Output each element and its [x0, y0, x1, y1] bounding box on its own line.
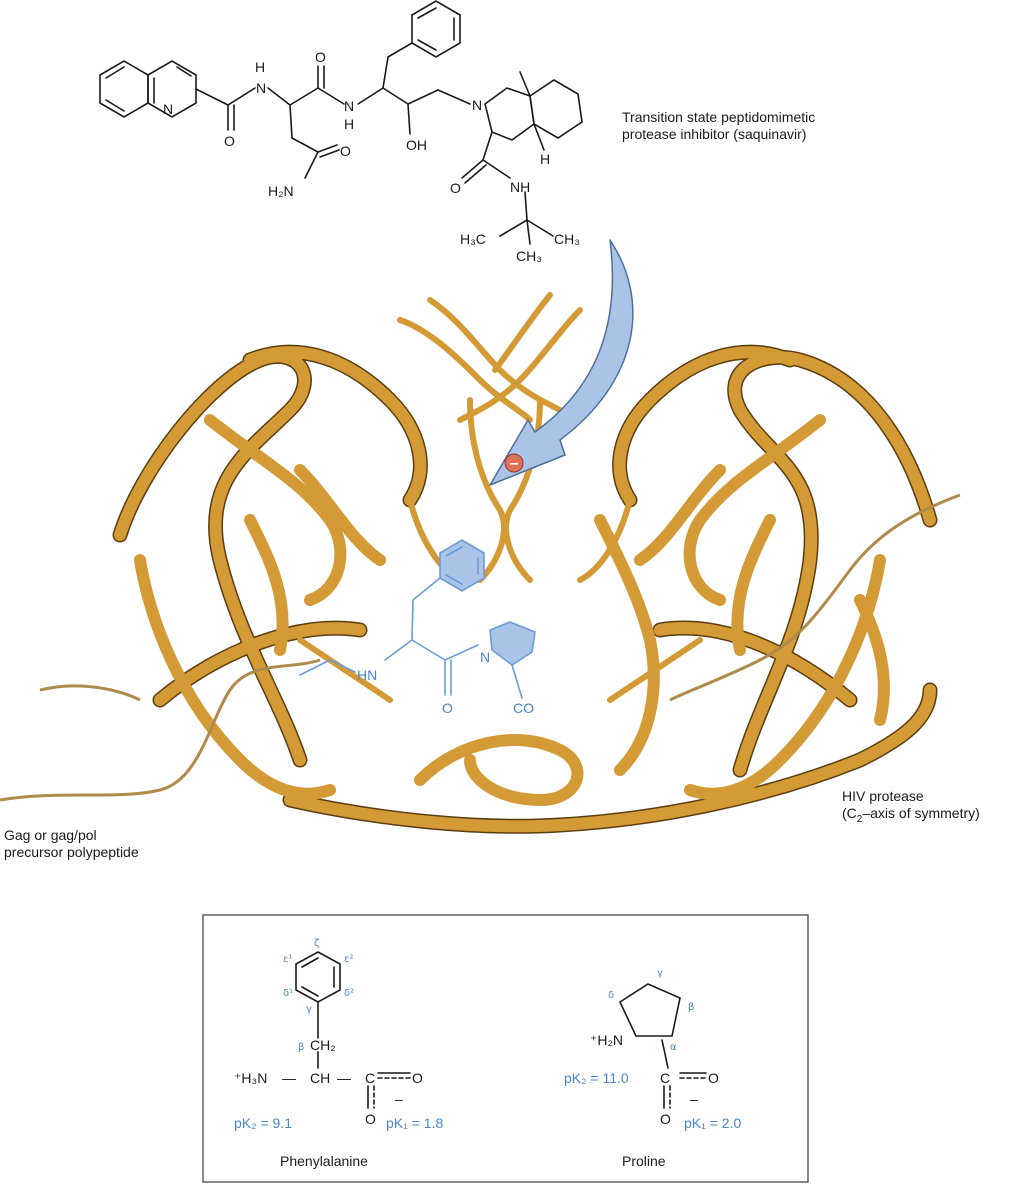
- protease-label-suffix: –axis of symmetry): [862, 805, 980, 821]
- phe-c: C: [365, 1070, 375, 1086]
- saq-atom-h3c: H₃C: [460, 231, 486, 247]
- pro-delta: δ: [608, 990, 614, 1001]
- saq-atom-ch3-b: CH₃: [516, 248, 542, 264]
- phe-eps2: ε²: [344, 954, 353, 965]
- saq-atom-h-top: H: [255, 59, 265, 75]
- phe-ch: CH: [310, 1070, 330, 1086]
- hiv-protease-ribbon: [0, 292, 961, 834]
- pro-alpha: α: [670, 1042, 677, 1053]
- saq-atom-h-ring: H: [540, 151, 550, 167]
- saq-atom-n-ring: N: [472, 97, 482, 113]
- substrate-hn: HN: [357, 667, 377, 683]
- phe-dash-2: —: [337, 1070, 351, 1086]
- substrate-phe-pro: HN N O CO: [299, 539, 536, 716]
- inhibitor-label-line-2: protease inhibitor (saquinavir): [622, 126, 807, 142]
- pro-gamma: γ: [657, 968, 663, 979]
- phe-o-bottom: O: [365, 1111, 376, 1127]
- saq-atom-o-2: O: [315, 49, 326, 65]
- protease-label-line-1: HIV protease: [842, 788, 924, 804]
- precursor-polypeptide-strand-right: [669, 493, 961, 702]
- phe-beta: β: [298, 1042, 304, 1053]
- saq-atom-ch3-a: CH₃: [554, 231, 580, 247]
- saq-atom-o-3: O: [450, 180, 461, 196]
- phe-delta2: δ²: [344, 988, 354, 999]
- amino-acid-inset-box: [202, 914, 809, 1183]
- substrate-o: O: [442, 700, 453, 716]
- precursor-label-line-1: Gag or gag/pol: [4, 827, 97, 843]
- phe-pk2: pK₂ = 9.1: [234, 1115, 292, 1131]
- phenylalanine-structure: ζ ε¹ ε² δ¹ δ² γ β CH₂ ⁺H₃N — CH — C O O …: [234, 938, 443, 1169]
- pro-o-right: O: [708, 1070, 719, 1086]
- pro-pk1: pK₁ = 2.0: [684, 1115, 741, 1131]
- pro-minus: –: [690, 1091, 698, 1107]
- pro-o-bottom: O: [660, 1111, 671, 1127]
- phe-delta1: δ¹: [283, 988, 293, 999]
- pro-h2n: ⁺H₂N: [590, 1032, 623, 1048]
- phe-name: Phenylalanine: [280, 1153, 368, 1169]
- phe-eps1: ε¹: [283, 954, 292, 965]
- phe-h3n: ⁺H₃N: [234, 1070, 267, 1086]
- pro-c: C: [660, 1070, 670, 1086]
- substrate-n: N: [480, 649, 490, 665]
- inhibitor-label-line-1: Transition state peptidomimetic: [622, 109, 816, 125]
- protease-label: HIV protease (C2–axis of symmetry): [842, 788, 980, 828]
- negative-charge-icon: [504, 453, 524, 473]
- phe-o-right: O: [412, 1070, 423, 1086]
- saq-atom-n-2: N: [344, 98, 354, 114]
- phe-pk1: pK₁ = 1.8: [386, 1115, 443, 1131]
- inhibitor-label: Transition state peptidomimetic protease…: [622, 109, 815, 143]
- saq-atom-h2n: H₂N: [268, 183, 294, 199]
- pro-name: Proline: [622, 1153, 666, 1169]
- saq-atom-o-amide: O: [340, 143, 351, 159]
- pro-beta: β: [688, 1002, 694, 1013]
- protease-label-line-2: (C2–axis of symmetry): [842, 805, 980, 828]
- saq-atom-oh: OH: [406, 137, 427, 153]
- charge-symbol: −: [509, 457, 520, 472]
- substrate-co: CO: [513, 700, 534, 716]
- saquinavir-structure: N H N O O N H O H₂N OH N H O NH H₃C CH₃ …: [99, 0, 583, 264]
- phe-dash-1: —: [282, 1070, 296, 1086]
- precursor-label: Gag or gag/pol precursor polypeptide: [4, 827, 139, 861]
- proline-structure: δ γ β α ⁺H₂N C O O – pK₂ = 11.0 pK₁ = 2.…: [564, 968, 741, 1169]
- precursor-label-line-2: precursor polypeptide: [4, 844, 139, 860]
- phe-ch2: CH₂: [310, 1037, 336, 1053]
- phe-minus: –: [395, 1091, 403, 1107]
- precursor-polypeptide-strand: [0, 658, 321, 802]
- saq-atom-o-1: O: [224, 133, 235, 149]
- pro-pk2: pK₂ = 11.0: [564, 1070, 629, 1086]
- protease-label-prefix: (C: [842, 805, 857, 821]
- phe-zeta: ζ: [314, 938, 319, 949]
- saq-atom-h-2: H: [344, 116, 354, 132]
- saq-atom-nh-3: NH: [510, 179, 530, 195]
- protease-label-sub: 2: [856, 813, 863, 825]
- saq-atom-n-quin: N: [163, 101, 173, 117]
- phe-gamma: γ: [306, 1004, 312, 1015]
- binding-arrow: −: [489, 239, 634, 486]
- saq-atom-n-1: N: [256, 80, 266, 96]
